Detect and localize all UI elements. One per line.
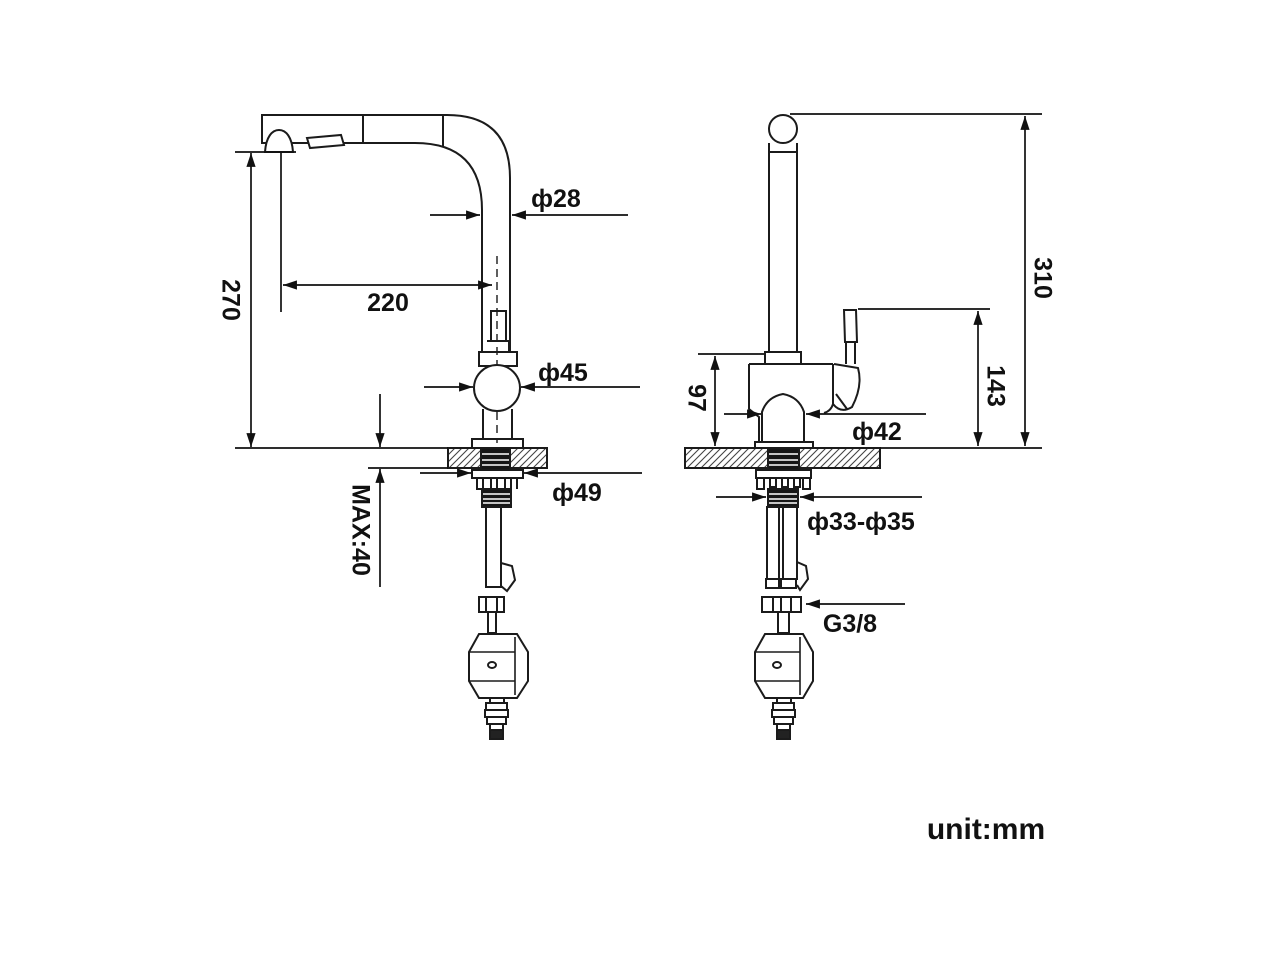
hose-clip-r — [796, 561, 810, 592]
weight-hole-r — [772, 661, 782, 669]
shank-thread-upper-r — [767, 447, 800, 471]
body-dome — [761, 392, 805, 442]
dim-phi28-label: ф28 — [531, 185, 581, 213]
hose-weight — [468, 633, 529, 699]
hose-fitting-right — [780, 578, 797, 589]
hose-left — [766, 506, 780, 580]
riser-collar — [764, 351, 802, 365]
right-view-faucet — [684, 114, 881, 740]
shank-thread-lower-r — [767, 488, 799, 508]
spout-bend-circle — [768, 114, 798, 144]
dim-g38-label: G3/8 — [823, 610, 877, 638]
dim-220-label: 220 — [367, 289, 409, 317]
left-view-faucet — [261, 114, 548, 740]
connector-tube-r — [777, 611, 790, 634]
dim-97-label: 97 — [682, 384, 710, 412]
weight-hole — [487, 661, 497, 669]
shank-thread-lower — [481, 488, 512, 508]
dim-phi45-label: ф45 — [538, 359, 588, 387]
connector-tube — [487, 611, 497, 634]
hose-clip — [500, 562, 517, 593]
unit-label: unit:mm — [927, 813, 1045, 846]
right-view-dimensions — [698, 113, 1042, 609]
dim-270-label: 270 — [216, 279, 244, 321]
hose-weight-r — [754, 633, 814, 699]
horseshoe-flange — [755, 469, 812, 479]
supply-hose — [485, 506, 502, 588]
locknut-flange — [471, 469, 524, 479]
barb-connector — [484, 697, 509, 740]
aerator-dome — [263, 128, 295, 153]
ball-joint — [473, 364, 521, 412]
dim-phi33-35-label: ф33-ф35 — [807, 508, 915, 536]
spout-arm-inner — [363, 142, 483, 352]
spout-arm-outer — [363, 114, 511, 352]
riser-pipe — [768, 143, 798, 352]
dimension-labels: 270 220 ф28 ф45 ф49 MAX:40 310 143 97 ф4… — [216, 185, 1056, 846]
locknut-teeth — [476, 478, 518, 490]
dim-max40-label: MAX:40 — [346, 484, 374, 576]
handle-blade — [832, 363, 861, 411]
shank-thread-upper — [480, 447, 511, 471]
hose-fitting-left — [765, 578, 780, 589]
barb-connector-r — [771, 697, 796, 740]
hose-nut — [478, 596, 505, 613]
dim-phi49-label: ф49 — [552, 479, 602, 507]
dim-310-label: 310 — [1028, 257, 1056, 299]
hose-right — [782, 506, 798, 580]
dim-143-label: 143 — [981, 365, 1009, 407]
base-neck — [482, 409, 513, 439]
collar — [478, 351, 518, 367]
handle-lever — [842, 309, 859, 364]
head-release-clip — [305, 133, 346, 150]
inner-hose — [487, 310, 510, 353]
left-view-dimensions — [235, 151, 642, 587]
flange-legs — [756, 478, 811, 490]
dim-phi42-label: ф42 — [852, 418, 902, 446]
